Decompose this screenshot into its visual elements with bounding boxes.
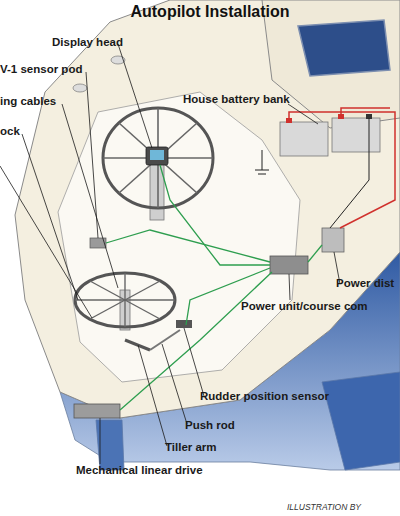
power-distribution: [322, 228, 344, 252]
part-label: Rudder position sensor: [200, 389, 329, 403]
diagram-title: Autopilot Installation: [0, 3, 400, 21]
leader-lines: [0, 44, 340, 464]
signal-cables: [106, 165, 322, 410]
ground-wire: [330, 118, 369, 228]
cleat: [73, 84, 87, 92]
deck: [15, 0, 400, 418]
wheel-spokes: [103, 108, 213, 208]
cockpit: [58, 92, 300, 382]
steering-wheel: [103, 108, 213, 208]
battery-bank: [280, 114, 380, 156]
part-label: Mechanical linear drive: [76, 463, 203, 477]
rudder-sensor: [176, 320, 192, 328]
push-rod: [150, 330, 180, 350]
part-label: House battery bank: [183, 92, 290, 106]
part-label: Display head: [52, 35, 123, 49]
steering-wheel: [75, 273, 175, 327]
power-wire: [289, 112, 395, 228]
linear-drive: [74, 404, 120, 418]
part-label: ing cables: [0, 94, 56, 108]
part-label: ock: [0, 124, 20, 138]
part-label: Push rod: [185, 418, 235, 432]
tiller-arm: [125, 340, 150, 350]
cabin-window: [298, 20, 390, 76]
display-head: [146, 147, 168, 165]
keel: [322, 372, 400, 470]
ground-symbol: [255, 150, 269, 174]
part-label: Power dist: [336, 276, 394, 290]
display-screen: [150, 150, 164, 160]
power-unit: [270, 256, 308, 274]
wheel-spokes: [75, 273, 175, 327]
part-label: Power unit/course com: [241, 299, 368, 313]
part-label: V-1 sensor pod: [0, 62, 82, 76]
part-label: Tiller arm: [165, 440, 217, 454]
credit-note: ILLUSTRATION BY: [287, 500, 361, 514]
power-wire: [341, 108, 390, 118]
